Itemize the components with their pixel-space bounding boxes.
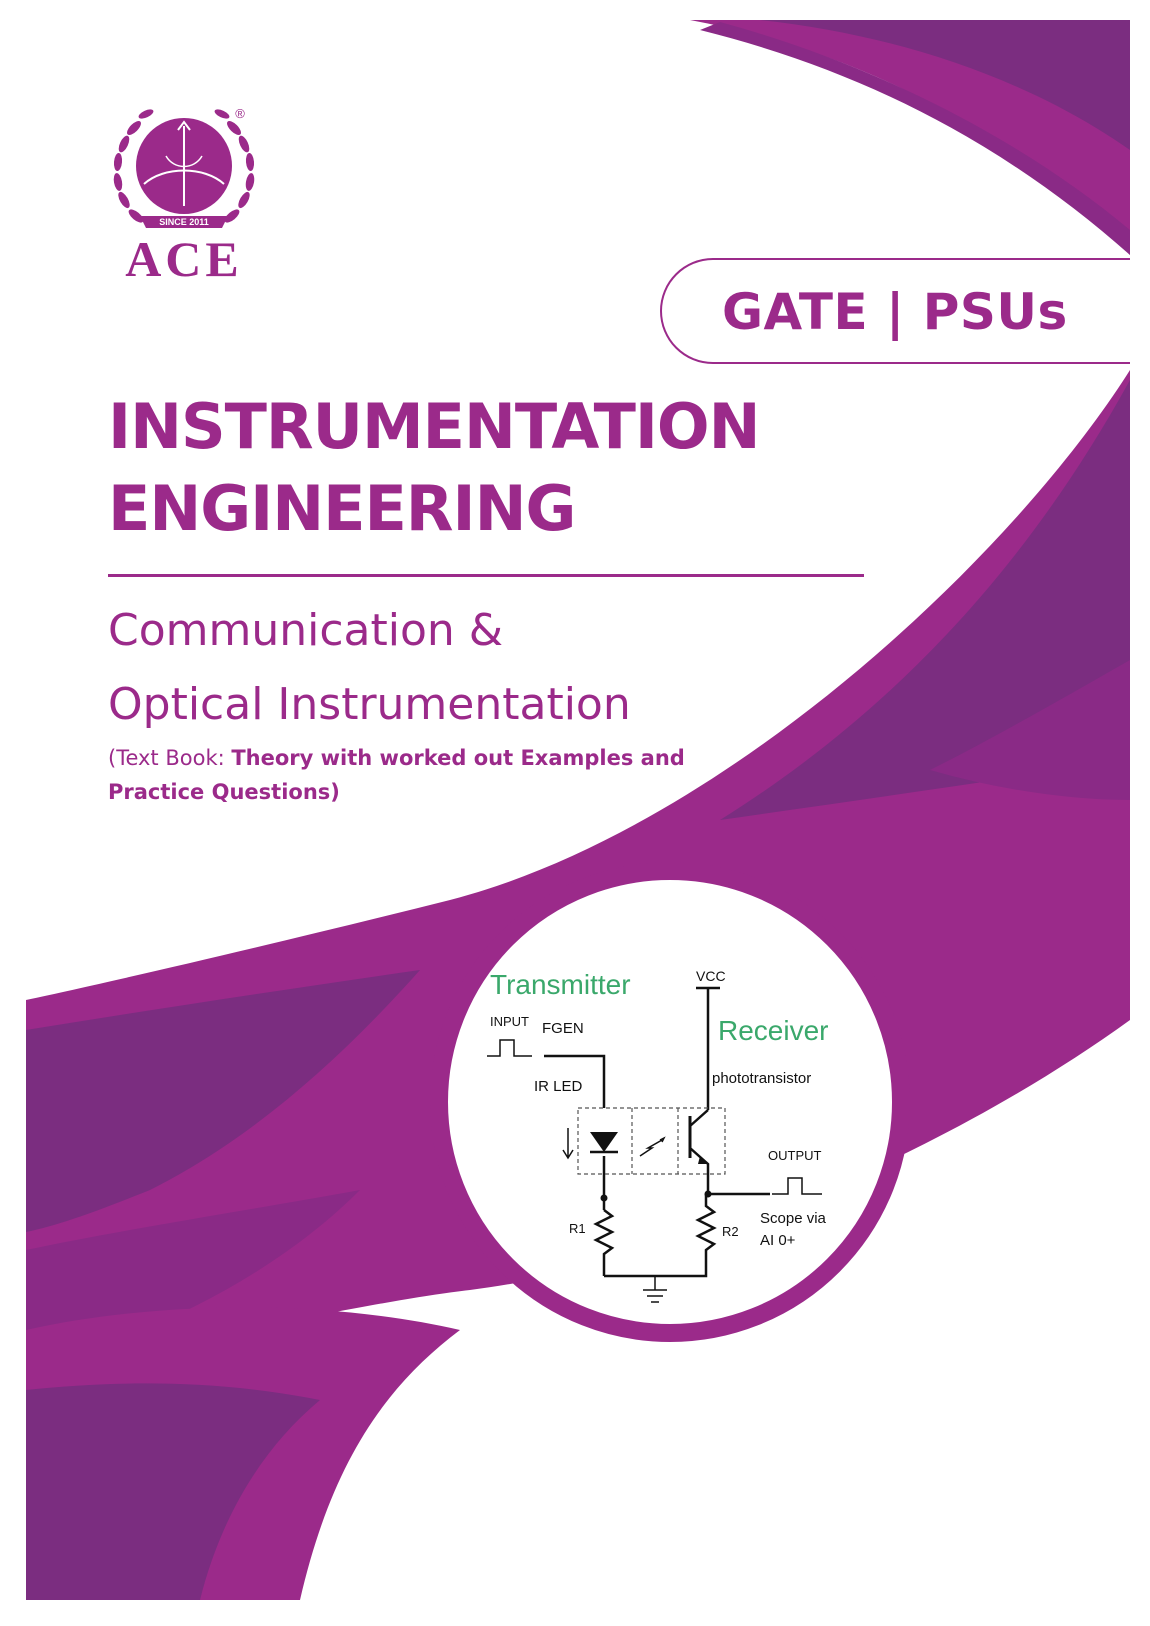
emitter-lead [689, 1147, 710, 1194]
collector-lead [689, 1109, 709, 1127]
transmitter-label: Transmitter [490, 969, 631, 1000]
since-text: SINCE 2011 [159, 217, 209, 227]
scope-label-line-2: AI 0+ [760, 1232, 796, 1249]
receiver-label: Receiver [718, 1015, 828, 1046]
phototransistor-label: phototransistor [712, 1070, 811, 1087]
input-label: INPUT [490, 1014, 529, 1029]
book-title-line-1: INSTRUMENTATION [108, 390, 761, 463]
book-subtitle-line-1: Communication & [108, 605, 504, 656]
output-pulse-icon [772, 1177, 822, 1195]
book-title-line-2: ENGINEERING [108, 472, 576, 545]
fgen-wire [544, 1054, 606, 1108]
ace-logo: SINCE 2011 ACE ® [104, 96, 264, 292]
optocoupler-package-outline [577, 1107, 726, 1175]
laurel-bow-and-arrow-emblem: SINCE 2011 ACE ® [113, 106, 255, 287]
output-label: OUTPUT [768, 1148, 822, 1163]
bottom-swoosh-dark [26, 1383, 320, 1600]
registered-mark: ® [235, 106, 245, 121]
r2-label: R2 [722, 1224, 739, 1239]
since-ribbon [140, 216, 228, 228]
r2-resistor [695, 1194, 717, 1254]
ir-led-label: IR LED [534, 1078, 583, 1095]
description-prefix: (Text Book: [108, 746, 232, 770]
light-coupling-arrows-icon [639, 1136, 666, 1157]
book-title: INSTRUMENTATION ENGINEERING [108, 386, 761, 550]
circuit-wires [487, 986, 822, 1303]
laurel-wreath-icon [113, 109, 255, 223]
ir-emission-arrow-icon [562, 1128, 574, 1160]
fgen-label: FGEN [542, 1020, 584, 1037]
book-description: (Text Book: Theory with worked out Examp… [108, 741, 708, 809]
left-swoosh-band [26, 970, 420, 1232]
main-swoosh-right-band [930, 660, 1130, 800]
vcc-label: VCC [696, 968, 726, 984]
title-divider [108, 574, 864, 577]
ground-bus-wire [604, 1254, 708, 1278]
emitter-arrow-icon [698, 1156, 708, 1164]
ground-icon [643, 1276, 667, 1303]
exam-badge: GATE | PSUs [660, 258, 1130, 364]
vcc-wire [696, 986, 720, 1110]
book-subtitle: Communication & Optical Instrumentation [108, 594, 631, 742]
book-subtitle-line-2: Optical Instrumentation [108, 679, 631, 730]
main-swoosh-dark [720, 380, 1130, 820]
description-body: Theory with worked out Examples and Prac… [108, 746, 685, 804]
circuit-junctions [600, 1190, 712, 1202]
scope-label-line-1: Scope via [760, 1210, 827, 1227]
white-curve-lower [470, 1080, 1130, 1610]
r1-label: R1 [569, 1221, 586, 1236]
exam-badge-text: GATE | PSUs [722, 283, 1068, 341]
ir-led-diode-icon [590, 1132, 618, 1152]
top-swoosh-inner [760, 20, 1130, 150]
r1-resistor [593, 1209, 615, 1276]
ace-logo-text: ACE [125, 231, 243, 287]
input-pulse-icon [487, 1039, 532, 1057]
